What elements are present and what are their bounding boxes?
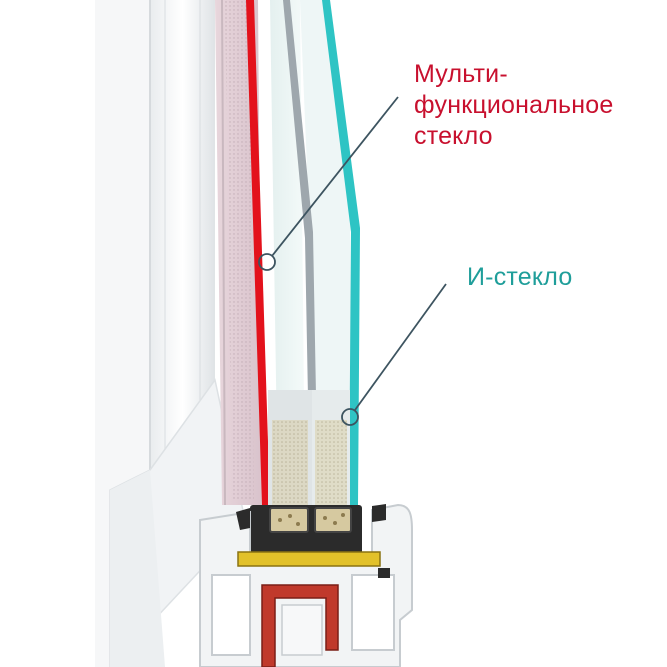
i-glass-pointer-marker <box>341 408 359 426</box>
multifunctional-glass-label-line-3: стекло <box>414 122 493 150</box>
i-glass-pane <box>322 0 360 505</box>
multifunctional-glass-label-line-1: Мульти- <box>414 60 508 88</box>
multifunctional-glass-label: Мульти- функциональное стекло <box>414 59 613 152</box>
i-glass-label: И-стекло <box>467 263 573 291</box>
multifunctional-pointer-line <box>271 96 399 257</box>
glass-unit <box>215 0 360 506</box>
pvc-profile <box>199 503 413 667</box>
multifunctional-glass-label-line-2: функциональное <box>414 91 614 119</box>
pointer-lines <box>258 96 447 426</box>
reinforcement-insert <box>261 584 339 667</box>
multifunctional-pointer-marker <box>258 253 276 271</box>
spacer-frames <box>268 390 350 510</box>
outer-frame <box>95 0 246 667</box>
i-glass-pointer-line <box>354 283 447 411</box>
multifunctional-pane <box>246 0 270 505</box>
seal-block <box>250 505 362 555</box>
